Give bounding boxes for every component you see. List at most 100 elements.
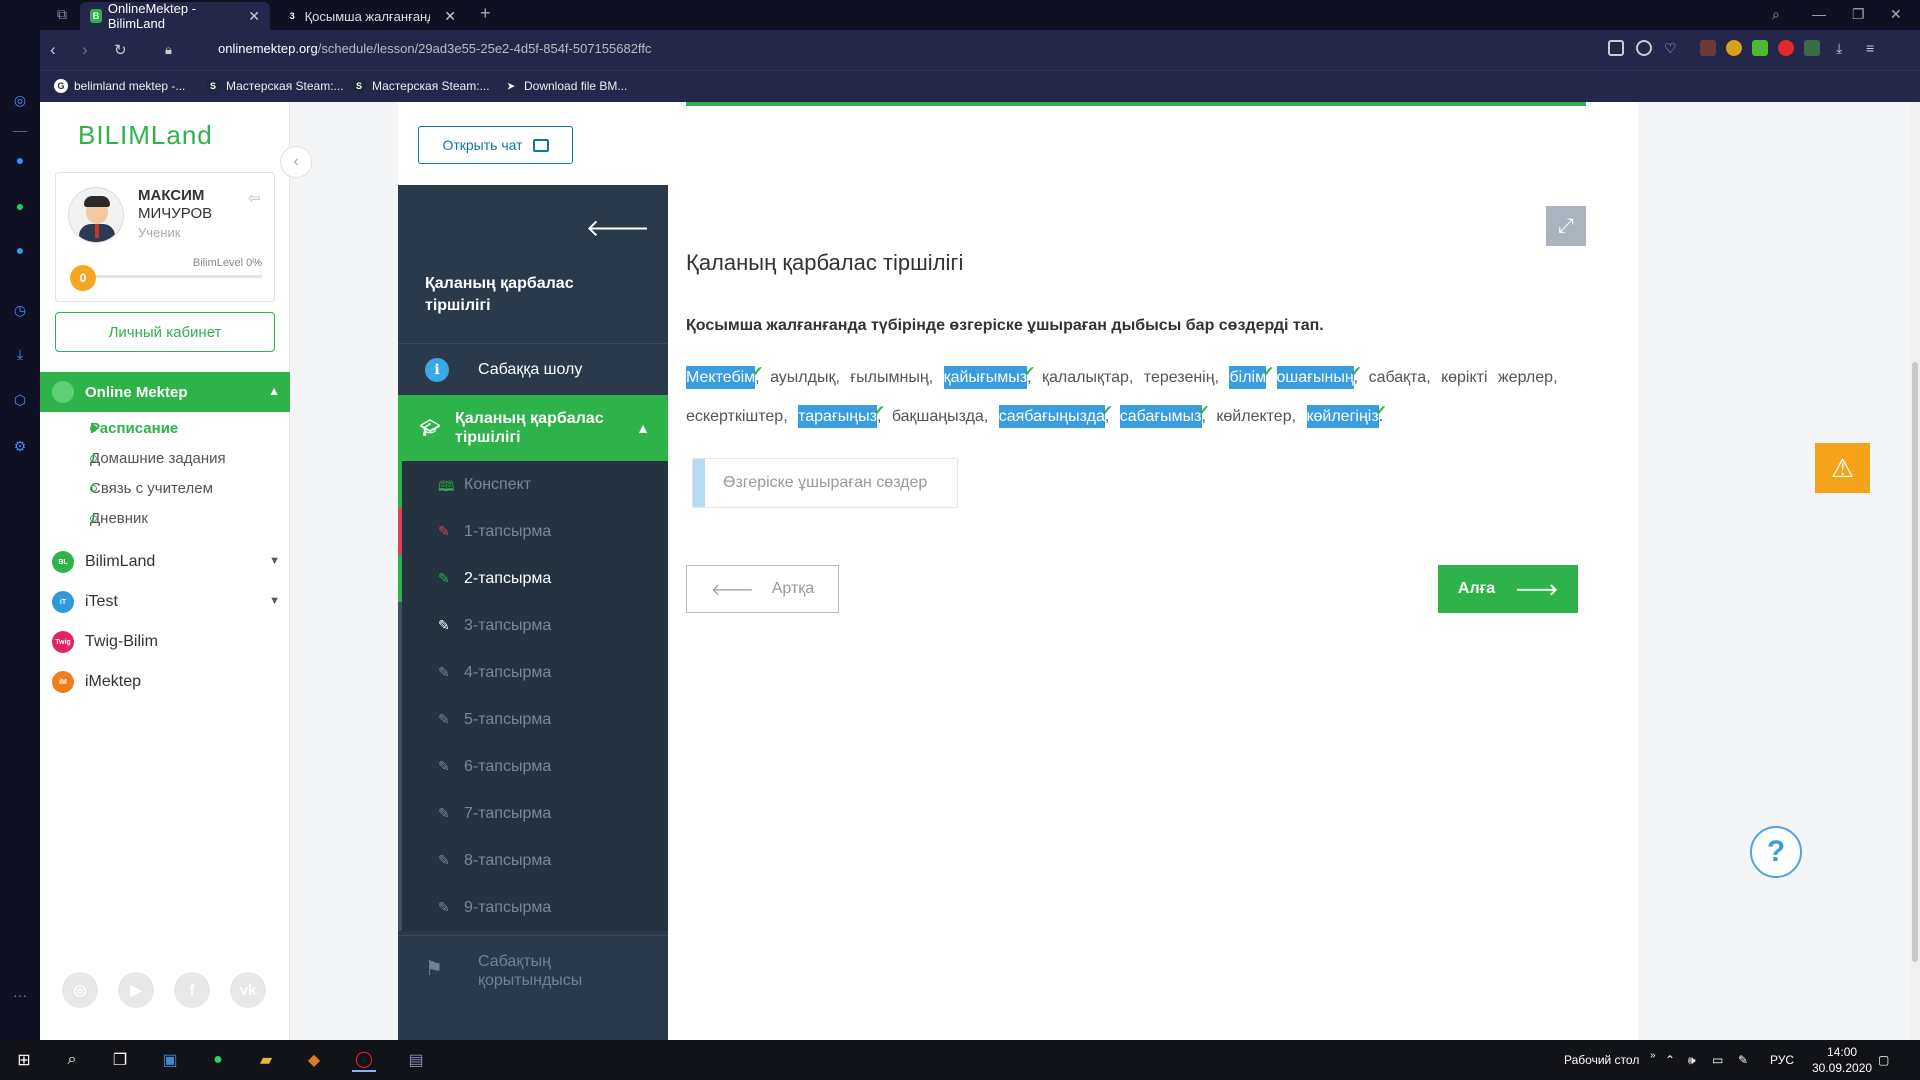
current-section-item[interactable]: 🎓︎ Қаланың қарбалас тіршілігі ▲ (398, 395, 668, 461)
search-icon[interactable]: ⌕ (67, 1051, 77, 1068)
explorer-app-icon[interactable]: ▣ (162, 1052, 178, 1069)
tab-qosymsha[interactable]: 3 Қосымша жалғанғанда түб ✕ (276, 2, 466, 30)
task-5[interactable]: ✎5-тапсырма (398, 696, 668, 743)
fl-studio-app-icon[interactable]: ◆ (307, 1052, 321, 1069)
heart-icon[interactable]: ♡ (1664, 40, 1677, 56)
lesson-summary-item[interactable]: ⚑ Сабақтың қорытындысы (398, 935, 668, 1005)
menu-item-homework[interactable]: Домашние задания (90, 450, 226, 467)
whatsapp-app-icon[interactable]: ● (213, 1051, 223, 1068)
extension-4-icon[interactable] (1778, 40, 1794, 56)
extension-5-icon[interactable] (1804, 40, 1820, 56)
task-view-icon[interactable]: ❐ (112, 1052, 128, 1069)
task-2[interactable]: ✎2-тапсырма (398, 555, 668, 602)
extensions-icon[interactable]: ⬡ (13, 391, 27, 408)
network-icon[interactable]: ▭ (1712, 1053, 1724, 1067)
tray-up-icon[interactable]: ⌃ (1665, 1053, 1676, 1067)
task-6[interactable]: ✎6-тапсырма (398, 743, 668, 790)
downloads-icon[interactable]: ⤓ (16, 345, 24, 362)
lesson-overview-item[interactable]: i Сабаққа шолу (398, 343, 668, 395)
word-item[interactable]: көйлектер (1216, 408, 1292, 425)
task-9[interactable]: ✎9-тапсырма (398, 884, 668, 931)
task-konspekt[interactable]: 🕮Конспект (398, 461, 668, 508)
app-twig-bilim[interactable]: Twig Twig-Bilim (40, 622, 290, 662)
adblock-icon[interactable] (1636, 40, 1652, 56)
app-imektep[interactable]: iM iMektep (40, 662, 290, 702)
youtube-icon[interactable]: ▶ (118, 972, 154, 1008)
task-3[interactable]: ✎3-тапсырма (398, 602, 668, 649)
online-mektep-menu[interactable]: Online Mektep ▲ (40, 372, 290, 412)
menu-item-diary[interactable]: Дневник (90, 510, 148, 527)
chevron-right-icon[interactable]: » (1650, 1050, 1656, 1061)
collapse-sidebar-button[interactable]: ‹ (280, 146, 312, 178)
word-item[interactable]: ескерткіштер (686, 408, 784, 425)
notifications-icon[interactable]: ▢ (1878, 1053, 1890, 1067)
folder-app-icon[interactable]: ▰ (259, 1052, 273, 1069)
settings-icon[interactable]: ⚙ (13, 437, 27, 454)
minimize-icon[interactable]: — (1812, 6, 1826, 22)
desktop-label[interactable]: Рабочий стол (1564, 1053, 1640, 1067)
messenger-icon[interactable]: ● (15, 152, 25, 168)
word-item[interactable]: ошағының (1276, 366, 1354, 389)
expand-icon[interactable]: ⤢ (1546, 206, 1586, 246)
forward-icon[interactable]: › (82, 40, 88, 59)
menu-item-teacher-contact[interactable]: Связь с учителем (90, 480, 213, 497)
avatar[interactable] (68, 187, 124, 243)
menu-icon[interactable]: ≡ (1866, 40, 1875, 56)
back-icon[interactable]: ‹ (50, 40, 56, 59)
task-1[interactable]: ✎1-тапсырма (398, 508, 668, 555)
word-item[interactable]: қайығымыз (943, 366, 1028, 389)
pen-icon[interactable]: ✎ (1738, 1053, 1749, 1067)
word-item[interactable]: саябағыңызда (998, 405, 1105, 428)
word-item[interactable]: ғылымның (850, 369, 929, 386)
vk-icon[interactable]: vk (230, 972, 266, 1008)
bookmark-download[interactable]: ➤Download file BM... (504, 79, 627, 93)
word-item[interactable]: жерлер (1497, 369, 1554, 386)
more-icon[interactable]: ··· (13, 987, 27, 1003)
new-tab-icon[interactable]: + (480, 3, 491, 23)
url-field[interactable]: onlinemektep.org/schedule/lesson/29ad3e5… (218, 41, 651, 56)
next-button[interactable]: Алға 🡒 (1438, 565, 1578, 613)
app-bilimland[interactable]: BL BilimLand ▼ (40, 542, 290, 582)
word-item[interactable]: көйлегіңіз (1306, 405, 1379, 428)
language-indicator[interactable]: РУС (1770, 1053, 1795, 1067)
word-item[interactable]: сабақта (1368, 369, 1427, 386)
menu-item-schedule[interactable]: Расписание (90, 420, 178, 437)
close-window-icon[interactable]: ✕ (1890, 6, 1902, 22)
volume-icon[interactable]: 🕪︎ (1688, 1053, 1696, 1067)
word-item[interactable]: тарағыңыз (798, 405, 877, 428)
search-tabs-icon[interactable]: ⌕ (1772, 6, 1780, 22)
extension-3-icon[interactable] (1752, 40, 1768, 56)
answer-field[interactable]: Өзгеріске ұшыраған сөздер (692, 458, 958, 508)
opera-app-icon[interactable]: ◯ (352, 1048, 376, 1072)
instagram-icon[interactable]: ◎ (62, 972, 98, 1008)
extension-2-icon[interactable] (1726, 40, 1742, 56)
word-item[interactable]: ауылдық (770, 369, 836, 386)
tab-onlinemektep[interactable]: B OnlineMektep - BilimLand ✕ (80, 1, 270, 31)
help-icon[interactable]: ? (1750, 826, 1802, 878)
word-item[interactable]: білім (1229, 366, 1267, 389)
task-4[interactable]: ✎4-тапсырма (398, 649, 668, 696)
maximize-icon[interactable]: ❐ (1852, 6, 1865, 22)
whatsapp-icon[interactable]: ● (15, 198, 25, 214)
open-chat-button[interactable]: Открыть чат (418, 126, 573, 164)
telegram-icon[interactable]: ● (15, 242, 25, 258)
facebook-icon[interactable]: f (174, 972, 210, 1008)
discord-app-icon[interactable]: ▤ (408, 1052, 424, 1069)
arrow-left-icon[interactable]: 🡐 (585, 215, 650, 242)
warning-icon[interactable]: ⚠ (1815, 443, 1870, 493)
task-8[interactable]: ✎8-тапсырма (398, 837, 668, 884)
personal-cabinet-button[interactable]: Личный кабинет (55, 312, 275, 352)
word-item[interactable]: терезенің (1143, 369, 1215, 386)
close-tab-icon[interactable]: ✕ (248, 7, 260, 24)
speed-dial-icon[interactable]: ◎ (13, 91, 27, 108)
back-button[interactable]: 🡐 Артқа (686, 565, 839, 613)
app-itest[interactable]: iT iTest ▼ (40, 582, 290, 622)
word-item[interactable]: қалалықтар (1041, 369, 1129, 386)
close-tab-icon[interactable]: ✕ (444, 7, 456, 24)
workspaces-icon[interactable]: ⧉ (57, 6, 67, 22)
download-icon[interactable]: ⤓ (1836, 40, 1843, 56)
reload-icon[interactable]: ↻ (114, 42, 127, 59)
